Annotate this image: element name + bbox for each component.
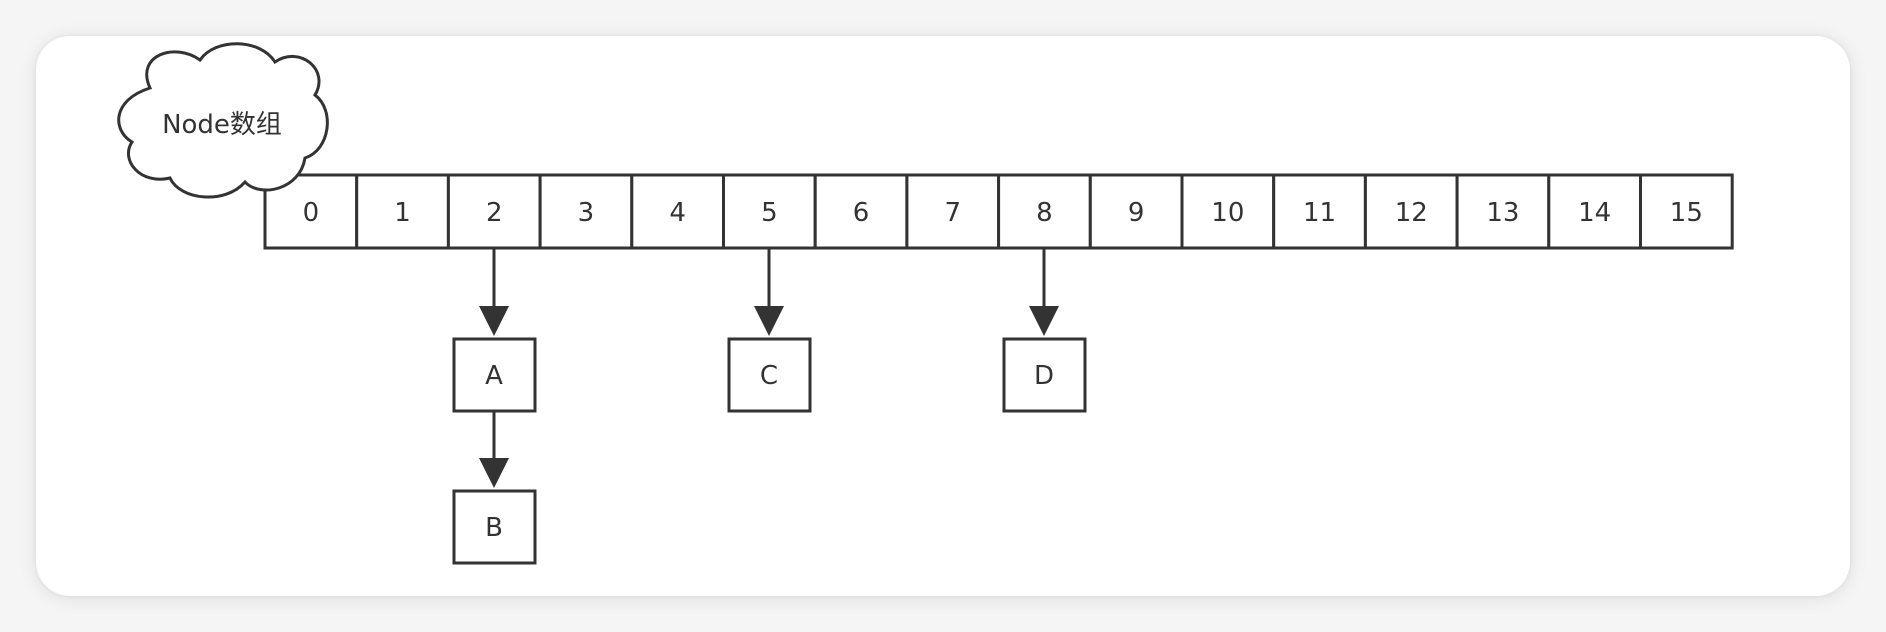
array-cell-index: 9	[1128, 198, 1145, 228]
array-cell-9: 9	[1088, 173, 1184, 250]
node-d-label: D	[1034, 361, 1054, 391]
array-cell-box	[1088, 173, 1184, 250]
array-cell-box	[630, 173, 725, 250]
array-cell-4: 4	[630, 173, 725, 250]
array-cell-box	[1180, 173, 1276, 250]
array-cell-box	[813, 173, 909, 250]
array-cell-12: 12	[1363, 173, 1459, 250]
array-cell-index: 0	[303, 198, 320, 228]
node-c-label: C	[760, 361, 778, 391]
array-cell-8: 8	[997, 173, 1092, 250]
array-cell-box	[1639, 173, 1734, 250]
array-cell-7: 7	[905, 173, 1001, 250]
array-cell-index: 13	[1486, 198, 1519, 228]
node-b: B	[452, 489, 537, 565]
array-cell-11: 11	[1272, 173, 1367, 250]
array-cell-14: 14	[1547, 173, 1643, 250]
array-cell-5: 5	[722, 173, 817, 250]
array-cell-index: 12	[1395, 198, 1428, 228]
array-cell-13: 13	[1455, 173, 1551, 250]
diagram-canvas	[36, 36, 1850, 596]
array-cell-index: 14	[1578, 198, 1611, 228]
array-cell-index: 1	[394, 198, 411, 228]
node-b-label: B	[485, 513, 503, 543]
array-cell-index: 5	[761, 198, 778, 228]
node-c: C	[727, 337, 812, 413]
array-cell-index: 3	[578, 198, 595, 228]
array-cell-2: 2	[446, 173, 542, 250]
node-d: D	[1002, 337, 1087, 413]
array-cell-box	[1455, 173, 1551, 250]
node-a-label: A	[485, 361, 503, 391]
array-cell-6: 6	[813, 173, 909, 250]
array-cell-box	[538, 173, 634, 250]
array-cell-3: 3	[538, 173, 634, 250]
array-cell-1: 1	[355, 173, 450, 250]
cloud-shape: Node数组	[117, 42, 329, 199]
array-cell-index: 7	[944, 198, 961, 228]
array-cell-index: 11	[1303, 198, 1336, 228]
array-cell-index: 6	[853, 198, 870, 228]
array-cell-10: 10	[1180, 173, 1276, 250]
node-a: A	[452, 337, 537, 413]
cloud-label: Node数组	[162, 110, 282, 140]
array-cell-15: 15	[1639, 173, 1734, 250]
array-cell-box	[905, 173, 1001, 250]
array-cell-index: 10	[1211, 198, 1244, 228]
array-cell-index: 2	[486, 198, 503, 228]
array-cell-index: 15	[1670, 198, 1703, 228]
array-cell-index: 4	[669, 198, 686, 228]
array-cell-index: 8	[1036, 198, 1053, 228]
array-cell-box	[1272, 173, 1367, 250]
